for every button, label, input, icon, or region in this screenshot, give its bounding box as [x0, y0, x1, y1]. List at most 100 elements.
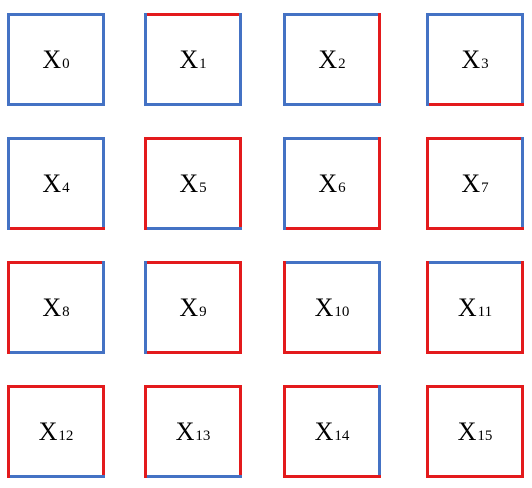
cell-label-base: X — [457, 416, 477, 446]
cell-border-top — [283, 137, 381, 140]
cell-label-subscript: 9 — [199, 304, 207, 320]
cell-label-subscript: 8 — [62, 304, 70, 320]
cell-label-base: X — [314, 292, 334, 322]
cell-border-right — [378, 137, 381, 230]
cell-border-bottom — [283, 227, 381, 230]
cell-border-left — [7, 261, 10, 354]
cell-border-bottom — [144, 351, 242, 354]
cell-border-left — [426, 137, 429, 230]
cell-border-right — [239, 385, 242, 478]
cell-border-bottom — [426, 103, 524, 106]
cell-label-subscript: 15 — [477, 428, 493, 444]
cell-border-top — [144, 261, 242, 264]
cell-border-left — [7, 13, 10, 106]
cell-border-left — [144, 13, 147, 106]
cell-label-subscript: 2 — [338, 56, 346, 72]
cell-border-top — [426, 137, 524, 140]
cell-border-right — [239, 137, 242, 230]
cell-border-bottom — [144, 227, 242, 230]
cell-label-base: X — [179, 292, 199, 322]
cell-border-bottom — [7, 103, 105, 106]
cell-border-bottom — [283, 475, 381, 478]
cell-border-right — [378, 261, 381, 354]
cell-border-left — [144, 385, 147, 478]
cell-border-left — [283, 137, 286, 230]
cell-border-bottom — [283, 103, 381, 106]
cell-border-bottom — [426, 227, 524, 230]
cell-label-base: X — [461, 44, 481, 74]
cell-border-bottom — [144, 103, 242, 106]
cell-border-left — [283, 261, 286, 354]
cell-label-base: X — [38, 416, 58, 446]
cell-border-top — [7, 137, 105, 140]
cell-label-subscript: 1 — [199, 56, 207, 72]
cell-border-right — [102, 137, 105, 230]
cell-border-left — [144, 261, 147, 354]
cell-label-base: X — [42, 44, 62, 74]
cell-label-subscript: 14 — [334, 428, 350, 444]
cell-border-bottom — [144, 475, 242, 478]
cell-border-bottom — [426, 351, 524, 354]
cell-border-left — [7, 385, 10, 478]
cell-label-subscript: 0 — [62, 56, 70, 72]
cell-label-subscript: 4 — [62, 180, 70, 196]
cell-border-left — [7, 137, 10, 230]
cell-label-subscript: 11 — [477, 304, 493, 320]
cell-label-subscript: 5 — [199, 180, 207, 196]
cell-border-left — [426, 261, 429, 354]
cell-border-bottom — [426, 475, 524, 478]
cell-border-top — [7, 261, 105, 264]
cell-border-right — [102, 385, 105, 478]
cell-border-top — [283, 385, 381, 388]
cell-label-base: X — [457, 292, 477, 322]
cell-label-subscript: 10 — [334, 304, 350, 320]
cell-border-top — [7, 13, 105, 16]
cell-border-right — [521, 137, 524, 230]
cell-border-right — [521, 385, 524, 478]
cell-border-right — [521, 261, 524, 354]
cell-label-subscript: 12 — [58, 428, 74, 444]
cell-label-base: X — [318, 168, 338, 198]
cell-border-top — [144, 385, 242, 388]
cell-border-left — [283, 13, 286, 106]
cell-border-left — [283, 385, 286, 478]
cell-border-right — [378, 13, 381, 106]
cell-border-right — [102, 261, 105, 354]
cell-border-top — [7, 385, 105, 388]
cell-border-right — [239, 261, 242, 354]
cell-label-subscript: 7 — [481, 180, 489, 196]
cell-border-top — [426, 385, 524, 388]
cell-label-subscript: 6 — [338, 180, 346, 196]
cell-border-right — [378, 385, 381, 478]
cell-label-base: X — [318, 44, 338, 74]
cell-border-left — [426, 13, 429, 106]
cell-border-bottom — [7, 475, 105, 478]
cell-border-top — [144, 137, 242, 140]
cell-border-bottom — [283, 351, 381, 354]
